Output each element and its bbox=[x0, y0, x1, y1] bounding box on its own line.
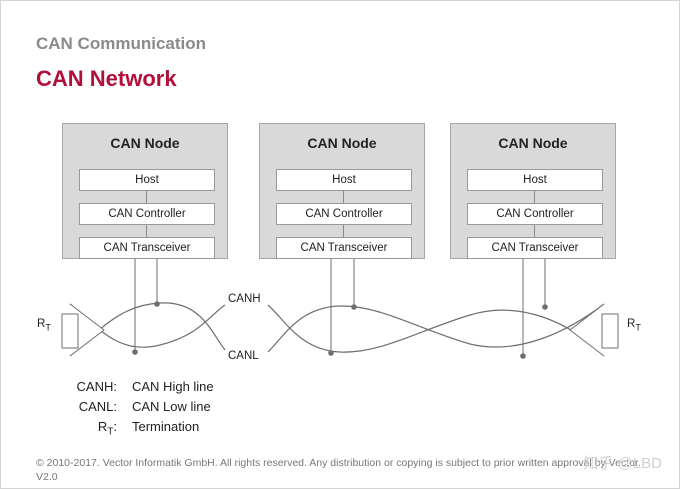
page-title: CAN Network bbox=[36, 66, 177, 91]
node-title: CAN Node bbox=[110, 135, 180, 151]
legend-key-rt: RT: bbox=[37, 419, 117, 438]
canh-wire bbox=[69, 303, 605, 357]
junction-dot bbox=[132, 349, 138, 355]
junction-dot bbox=[351, 304, 357, 310]
host-box: Host bbox=[467, 169, 603, 191]
rt-label-left: RT bbox=[37, 318, 51, 332]
canl-wire bbox=[69, 302, 605, 357]
rt-main: R bbox=[37, 318, 46, 330]
host-box: Host bbox=[79, 169, 215, 191]
layer-link bbox=[534, 191, 535, 203]
junction-dot bbox=[542, 304, 548, 310]
legend-value-canh: CAN High line bbox=[132, 379, 214, 394]
can-transceiver-box: CAN Transceiver bbox=[79, 237, 215, 259]
copyright-footer: © 2010-2017. Vector Informatik GmbH. All… bbox=[36, 457, 641, 483]
layer-link bbox=[146, 225, 147, 237]
section-title: CAN Communication bbox=[36, 34, 206, 53]
can-controller-box: CAN Controller bbox=[467, 203, 603, 225]
legend-value-rt: Termination bbox=[132, 419, 200, 434]
resistor-left bbox=[61, 313, 79, 349]
layer-link bbox=[534, 225, 535, 237]
header: CAN Communication bbox=[36, 34, 206, 54]
rt-main: R bbox=[627, 318, 636, 330]
can-controller-box: CAN Controller bbox=[79, 203, 215, 225]
can-transceiver-box: CAN Transceiver bbox=[276, 237, 412, 259]
layer-link bbox=[343, 191, 344, 203]
node-title: CAN Node bbox=[307, 135, 377, 151]
host-box: Host bbox=[276, 169, 412, 191]
can-controller-box: CAN Controller bbox=[276, 203, 412, 225]
rt-sub: T bbox=[107, 426, 114, 438]
canl-label: CANL bbox=[228, 350, 259, 362]
junction-dot bbox=[154, 301, 160, 307]
junction-dot bbox=[328, 350, 334, 356]
rt-main: R bbox=[97, 419, 108, 434]
legend-key-canl: CANL: bbox=[78, 399, 117, 414]
resistor-right bbox=[601, 313, 619, 349]
junction-dot bbox=[520, 353, 526, 359]
legend-value-canl: CAN Low line bbox=[132, 399, 211, 414]
rt-sub: T bbox=[45, 322, 51, 333]
legend-key-canh: CANH: bbox=[76, 379, 117, 394]
rt-suffix: : bbox=[113, 419, 117, 434]
layer-link bbox=[343, 225, 344, 237]
can-transceiver-box: CAN Transceiver bbox=[467, 237, 603, 259]
can-node-1: CAN Node Host CAN Controller CAN Transce… bbox=[62, 123, 228, 259]
rt-sub: T bbox=[635, 322, 641, 333]
canh-label: CANH bbox=[228, 293, 261, 305]
termination-right-shape bbox=[569, 303, 605, 357]
watermark: 知乎 @LBD bbox=[583, 455, 662, 472]
node-title: CAN Node bbox=[498, 135, 568, 151]
can-node-2: CAN Node Host CAN Controller CAN Transce… bbox=[259, 123, 425, 259]
rt-label-right: RT bbox=[627, 318, 641, 332]
can-node-3: CAN Node Host CAN Controller CAN Transce… bbox=[450, 123, 616, 259]
layer-link bbox=[146, 191, 147, 203]
